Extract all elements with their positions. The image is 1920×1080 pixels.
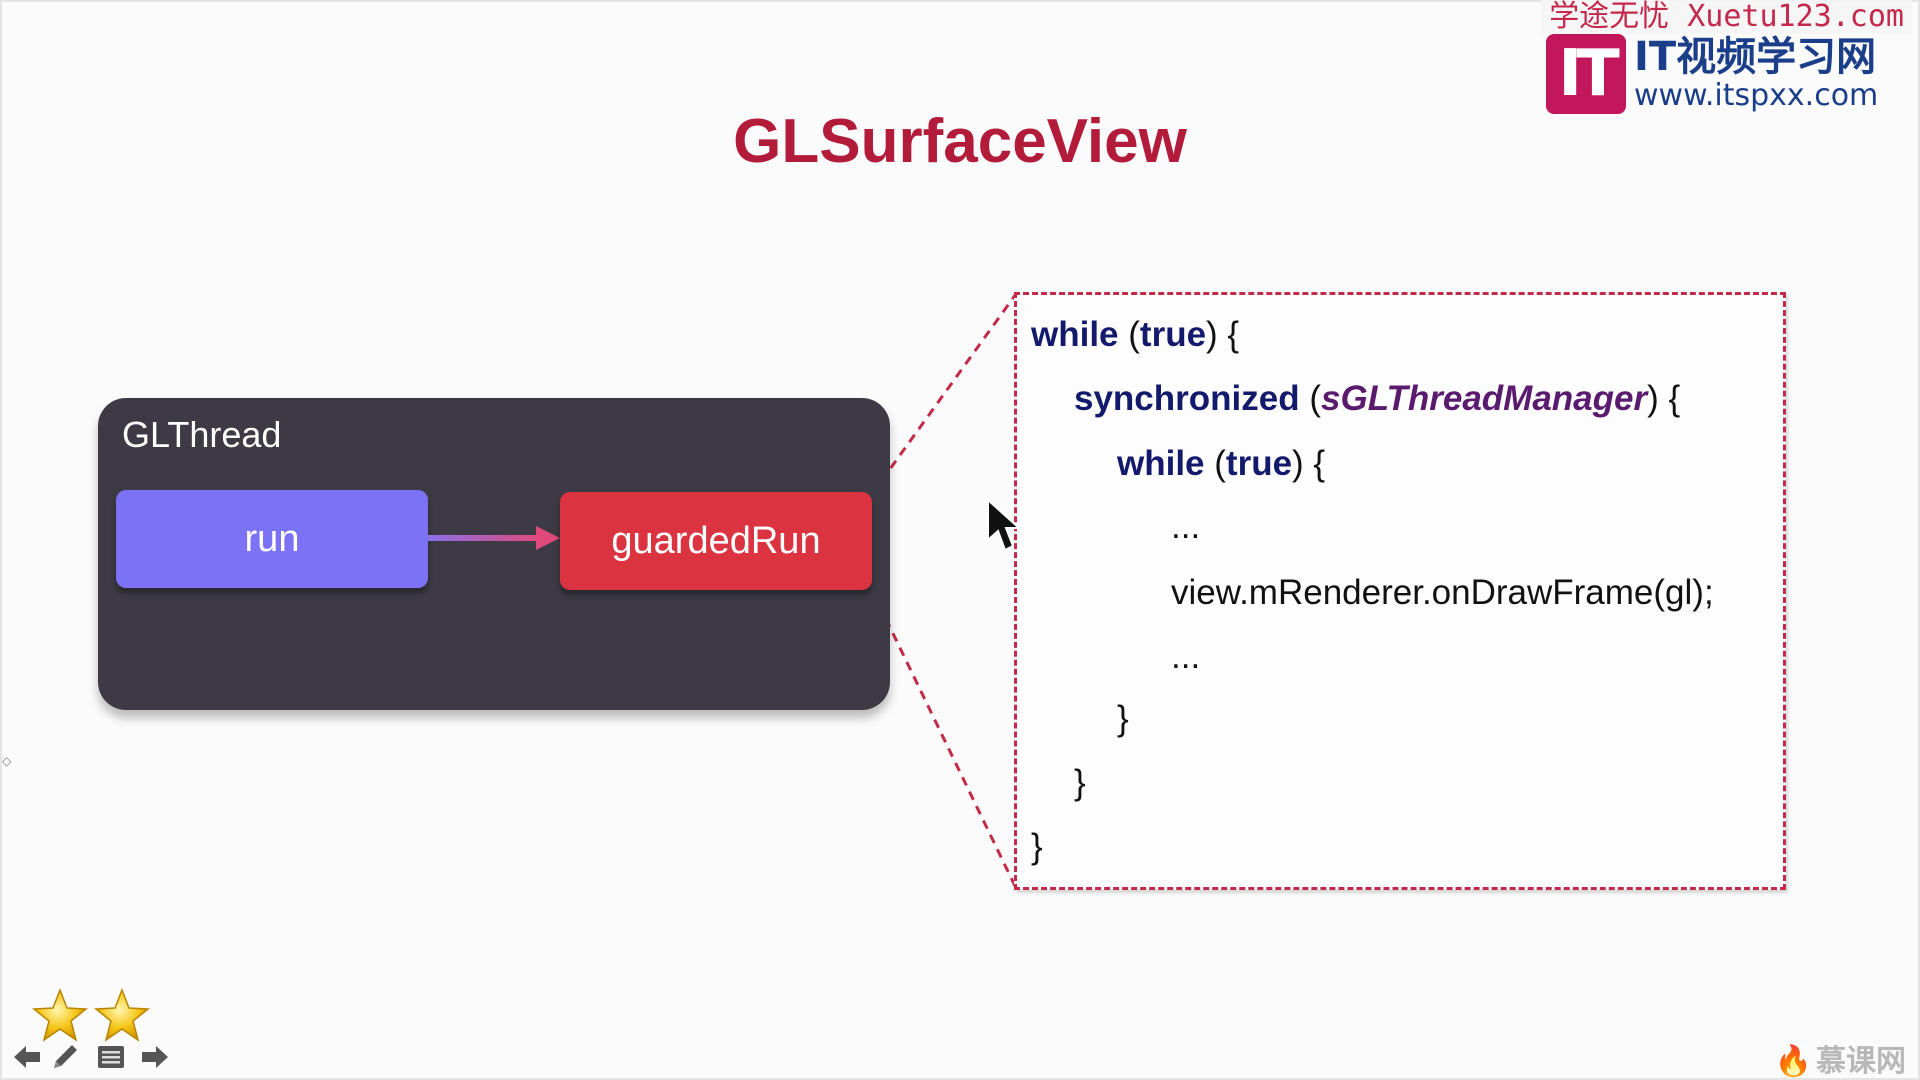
edge-resize-icon: ◇ [2,754,12,768]
logo-title: IT视频学习网 [1634,34,1877,80]
keyword-synchronized: synchronized [1074,379,1300,418]
code-punct: ) { [1647,379,1681,418]
arrow-left-icon [14,1046,40,1068]
keyword-while: while [1031,315,1119,354]
code-line-6: ... [1171,637,1201,676]
code-punct: ( [1299,379,1321,418]
code-punct: ) { [1292,444,1326,483]
star-icon [31,988,89,1042]
star-icon [93,988,151,1042]
code-variable: sGLThreadManager [1321,379,1648,418]
pen-icon [54,1045,77,1068]
watermark-text: 学途无忧 Xuetu123.com [1541,0,1912,34]
code-line-7: } [1117,699,1129,738]
rating-stars [31,988,151,1042]
keyword-while: while [1117,444,1205,483]
arrow-right-icon [142,1046,168,1068]
mooc-watermark: 🔥慕课网 [1775,1036,1906,1080]
slide-title: GLSurfaceView [733,107,1187,176]
glthread-container: GLThread run guardedRun [98,398,890,710]
mouse-cursor-icon [987,498,1020,552]
prev-slide-button[interactable] [10,1040,44,1074]
flame-icon: 🔥 [1774,1044,1812,1079]
logo-mark: IT [1546,34,1626,114]
glthread-label: GLThread [122,414,282,455]
code-punct: ) { [1206,315,1240,354]
code-line-9: } [1031,827,1043,866]
run-node: run [116,490,428,588]
slide-menu-button[interactable] [94,1040,128,1074]
logo-url: www.itspxx.com [1634,78,1879,113]
code-punct: ( [1118,315,1140,354]
guarded-run-label: guardedRun [611,519,821,562]
zoom-line-top [870,293,1018,495]
menu-icon [98,1046,124,1068]
slide-nav-controls [10,1040,180,1074]
keyword-true: true [1139,315,1207,354]
run-to-guarded-arrow [428,526,560,550]
code-line-2: synchronized (sGLThreadManager) { [1074,379,1680,419]
code-punct: ( [1204,444,1226,483]
code-line-4: ... [1171,507,1201,546]
code-panel: while (true) { synchronized (sGLThreadMa… [1014,292,1786,890]
code-line-8: } [1074,763,1086,802]
zoom-line-bottom [870,589,1018,889]
code-line-5: view.mRenderer.onDrawFrame(gl); [1171,573,1714,612]
watermark-logo: IT IT视频学习网 www.itspxx.com [1546,34,1906,114]
guarded-run-node: guardedRun [560,492,872,590]
mooc-label: 慕课网 [1816,1044,1906,1079]
code-line-1: while (true) { [1031,315,1239,355]
code-line-3: while (true) { [1117,444,1325,484]
next-slide-button[interactable] [138,1040,172,1074]
run-label: run [244,517,300,560]
keyword-true: true [1225,444,1293,483]
pen-tool-button[interactable] [48,1040,82,1074]
